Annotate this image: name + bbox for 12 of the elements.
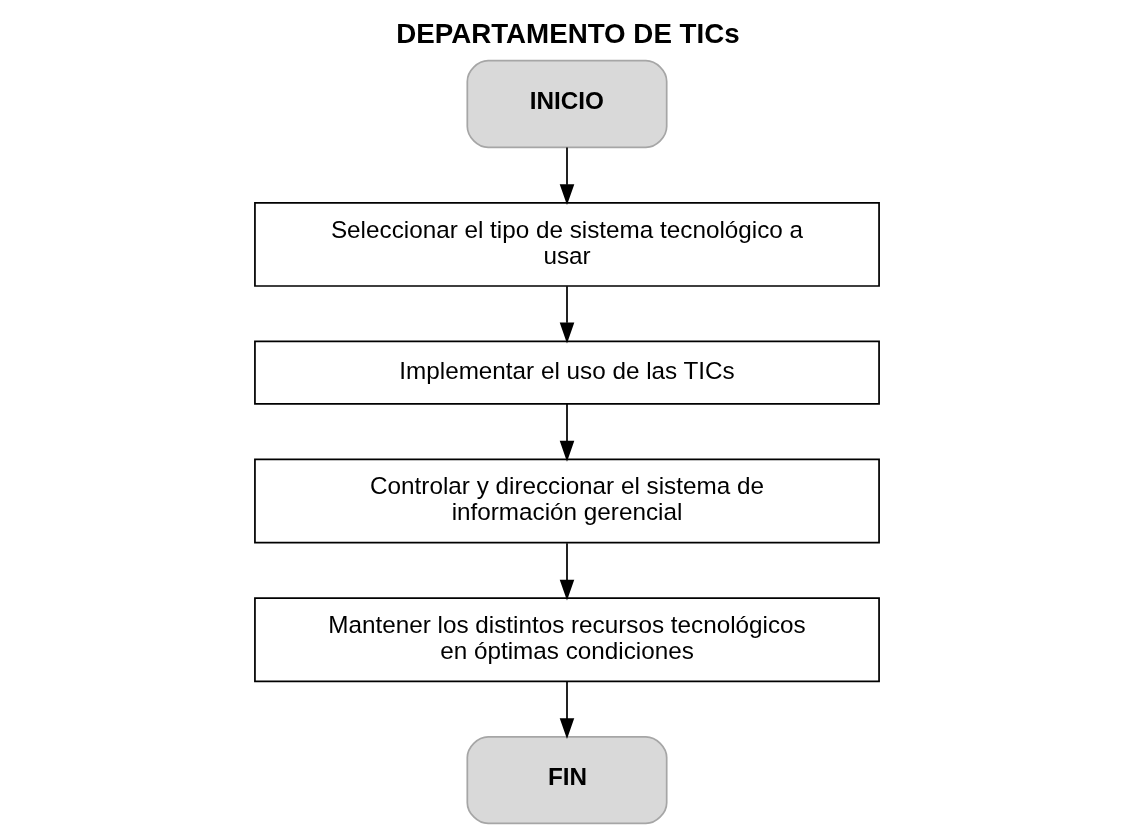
node-box: INICIO [466,59,668,149]
node-box: FIN [466,735,668,825]
arrow [559,680,575,739]
node-box: Mantener los distintos recursos tecnológicos en óptimas condiciones [254,597,880,683]
node-box: Implementar el uso de las TICs [254,340,880,405]
arrow [559,542,575,601]
arrow [559,403,575,462]
arrow [559,285,575,344]
node-box: Controlar y direccionar el sistema de información gerencial [254,458,880,544]
diagram-title: DEPARTAMENTO DE TICs [396,17,740,49]
node-box: Seleccionar el tipo de sistema tecnológico a usar [254,201,880,287]
arrow [559,146,575,206]
